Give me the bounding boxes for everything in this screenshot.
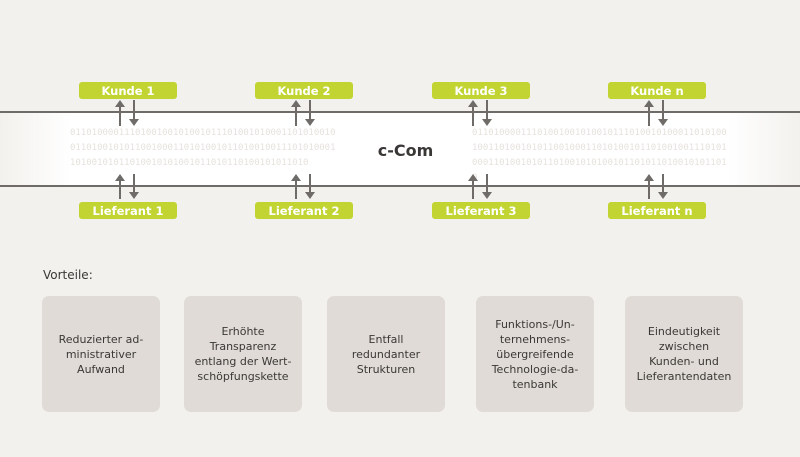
arrow-down-icon [305,100,315,126]
customer-label: Kunde n [608,82,706,99]
arrow-up-icon [115,174,125,199]
binary-background: 0110100001110100100101001011101001010001… [70,128,336,168]
arrow-down-icon [129,100,139,126]
arrow-down-icon [658,174,668,199]
supplier-label: Lieferant 2 [255,202,353,219]
arrow-up-icon [644,100,654,126]
arrow-down-icon [129,174,139,199]
customer-label: Kunde 2 [255,82,353,99]
arrow-down-icon [482,174,492,199]
arrow-up-icon [291,100,301,126]
benefit-box: Funktions-/Un- ternehmens- übergreifende… [476,296,594,412]
arrow-up-icon [115,100,125,126]
arrow-down-icon [482,100,492,126]
arrow-up-icon [291,174,301,199]
benefit-box: Eindeutigkeit zwischen Kunden- und Liefe… [625,296,743,412]
arrow-down-icon [658,100,668,126]
benefit-box: Reduzierter ad- ministrativer Aufwand [42,296,160,412]
arrow-up-icon [644,174,654,199]
supplier-label: Lieferant 1 [79,202,177,219]
arrow-down-icon [305,174,315,199]
arrow-up-icon [468,100,478,126]
customer-label: Kunde 1 [79,82,177,99]
benefits-title: Vorteile: [43,268,93,282]
arrow-up-icon [468,174,478,199]
benefit-box: Erhöhte Transparenz entlang der Wert- sc… [184,296,302,412]
supplier-label: Lieferant n [608,202,706,219]
binary-background: 0110100001110100100101001011101001010001… [472,128,727,183]
benefit-box: Entfall redundanter Strukturen [327,296,445,412]
c-com-label: c-Com [348,132,463,168]
customer-label: Kunde 3 [432,82,530,99]
supplier-label: Lieferant 3 [432,202,530,219]
